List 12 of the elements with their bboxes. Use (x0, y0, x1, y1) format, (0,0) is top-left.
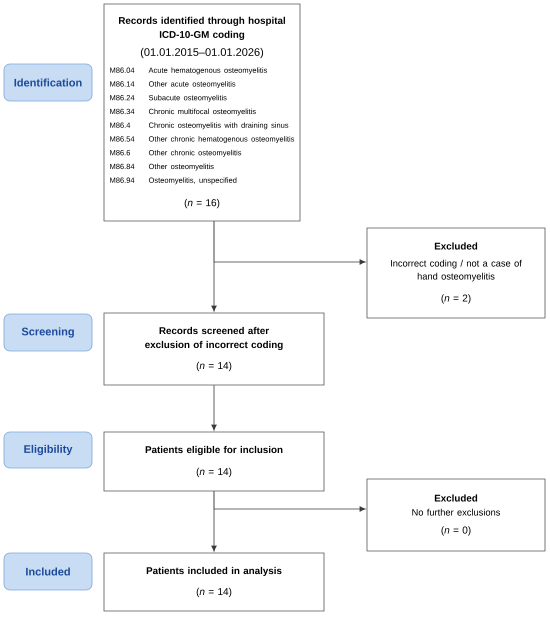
stage-label: Screening (4, 314, 92, 352)
stage-label: Included (4, 552, 92, 590)
exclusion-box: Excluded No further exclusions (n = 0) (366, 478, 546, 552)
stage-label: Identification (4, 64, 92, 102)
stage-label: Eligibility (4, 432, 92, 468)
process-box: Records screened after exclusion of incorrect coding (n = 14) (104, 312, 324, 386)
process-box: Patients included in analysis (n = 14) (104, 552, 324, 612)
arrow (214, 221, 366, 265)
process-box: Patients eligible for inclusion (n = 14) (104, 432, 324, 492)
exclusion-box: Excluded Incorrect coding / not a case of hand osteomyelitis (n = 2) (366, 228, 546, 318)
arrow (211, 385, 217, 431)
arrow (214, 491, 366, 512)
